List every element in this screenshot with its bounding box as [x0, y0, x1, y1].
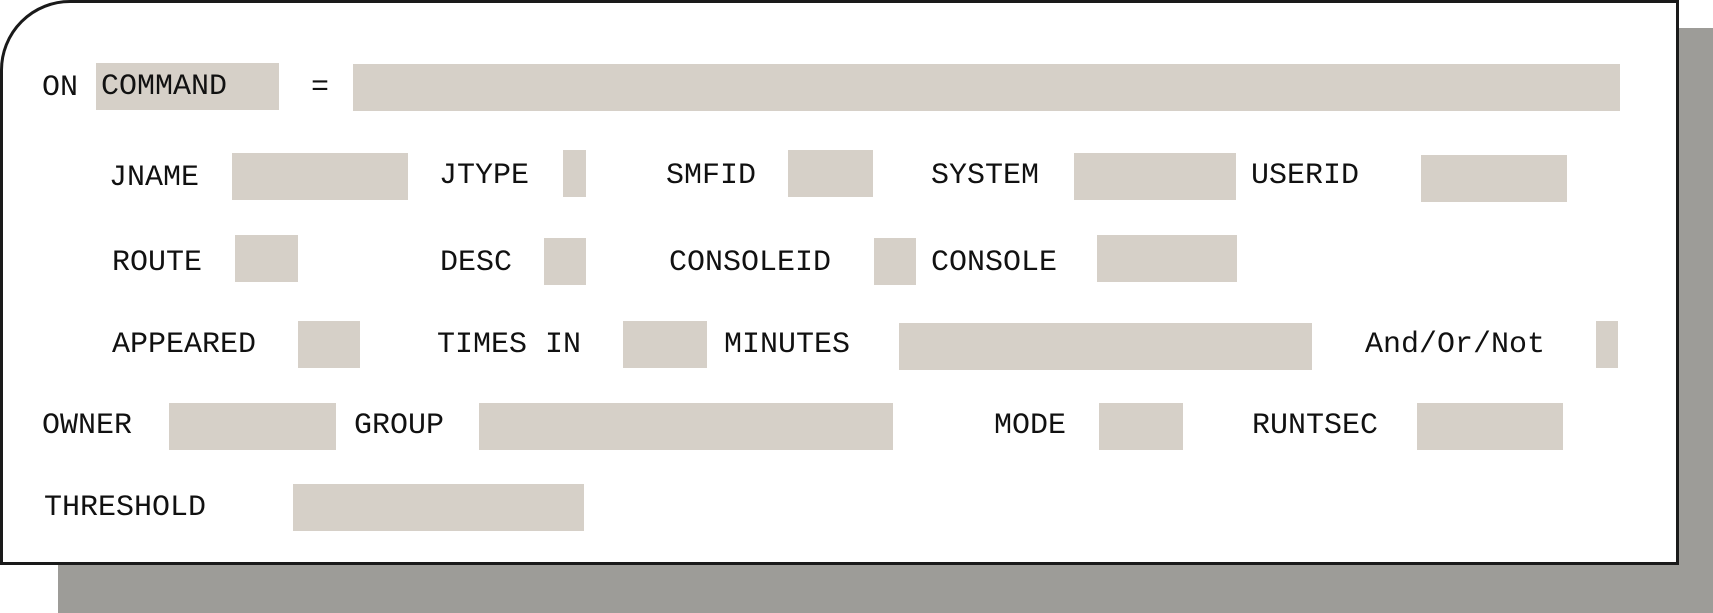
minutes-label: MINUTES	[724, 328, 851, 362]
mode-field[interactable]	[1099, 403, 1183, 450]
jtype-label: JTYPE	[439, 159, 530, 193]
consoleid-field[interactable]	[874, 238, 916, 285]
console-label: CONSOLE	[931, 246, 1058, 280]
group-label: GROUP	[354, 409, 445, 443]
andornot-field[interactable]	[1596, 321, 1618, 368]
userid-field[interactable]	[1421, 155, 1567, 202]
route-label: ROUTE	[112, 246, 203, 280]
times-in-label: TIMES IN	[437, 328, 582, 362]
smfid-field[interactable]	[788, 150, 873, 197]
system-field[interactable]	[1074, 153, 1236, 200]
desc-field[interactable]	[544, 238, 586, 285]
system-label: SYSTEM	[931, 159, 1040, 193]
minutes-field[interactable]	[899, 323, 1312, 370]
owner-field[interactable]	[169, 403, 336, 450]
jtype-field[interactable]	[563, 150, 586, 197]
appeared-label: APPEARED	[112, 328, 257, 362]
owner-label: OWNER	[42, 409, 133, 443]
jname-field[interactable]	[232, 153, 408, 200]
command-text-field[interactable]	[353, 64, 1620, 111]
group-field[interactable]	[479, 403, 893, 450]
mode-label: MODE	[994, 409, 1067, 443]
consoleid-label: CONSOLEID	[669, 246, 832, 280]
smfid-label: SMFID	[666, 159, 757, 193]
andornot-label: And/Or/Not	[1365, 328, 1546, 362]
on-command-panel: ON COMMAND = JNAME JTYPE SMFID SYSTEM US…	[0, 0, 1679, 565]
runtsec-label: RUNTSEC	[1252, 409, 1379, 443]
equals-sign: =	[311, 71, 330, 105]
desc-label: DESC	[440, 246, 513, 280]
on-type-field[interactable]: COMMAND	[96, 63, 279, 110]
jname-label: JNAME	[109, 161, 200, 195]
threshold-field[interactable]	[293, 484, 584, 531]
on-type-value: COMMAND	[101, 70, 228, 104]
runtsec-field[interactable]	[1417, 403, 1563, 450]
route-field[interactable]	[235, 235, 298, 282]
console-field[interactable]	[1097, 235, 1237, 282]
times-in-field[interactable]	[623, 321, 707, 368]
threshold-label: THRESHOLD	[44, 491, 207, 525]
appeared-field[interactable]	[298, 321, 360, 368]
userid-label: USERID	[1251, 159, 1360, 193]
on-label: ON	[42, 71, 79, 105]
